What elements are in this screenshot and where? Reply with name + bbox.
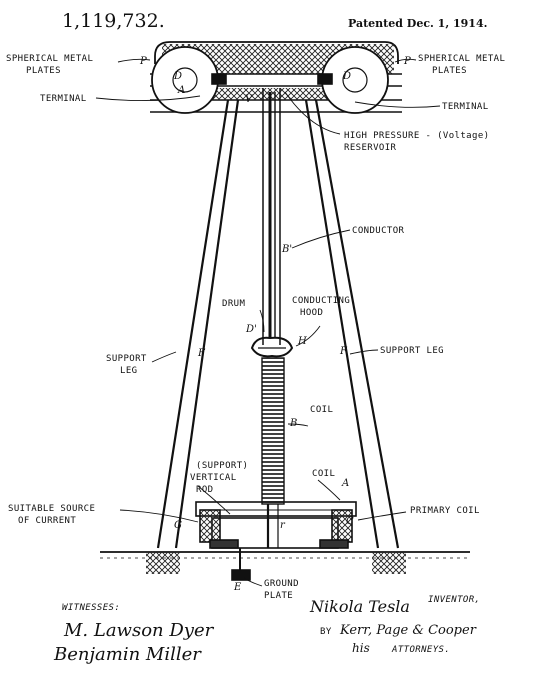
label-support-leg-right: SUPPORT LEG [380, 346, 444, 356]
label-vertical-rod: (SUPPORT) [196, 461, 248, 471]
diagram-labels: SPHERICAL METAL PLATES SPHERICAL METAL P… [6, 54, 505, 601]
letter-e: E [233, 582, 242, 593]
label-ground-plate: GROUND [264, 579, 299, 589]
letter-g: G [174, 520, 182, 531]
label-drum: DRUM [222, 299, 245, 309]
label-terminal-left: TERMINAL [40, 94, 87, 104]
letter-h: H [297, 336, 307, 347]
patent-number: 1,119,732. [62, 10, 165, 32]
label-spherical-plates-left: SPHERICAL METAL [6, 54, 93, 64]
central-conductor [250, 88, 294, 358]
letter-v: V [245, 94, 254, 105]
label-ground-plate-2: PLATE [264, 591, 293, 601]
letter-f-left: F [197, 348, 206, 359]
letter-a: A [341, 478, 349, 489]
letter-d-right: D [342, 71, 351, 82]
label-support-leg-left-2: LEG [120, 366, 137, 376]
his-label: his [352, 641, 370, 655]
letter-b-prime: B' [281, 244, 292, 255]
label-support-leg-left: SUPPORT [106, 354, 147, 364]
leader-lines [95, 58, 441, 587]
attorneys-label: ATTORNEYS. [391, 645, 450, 655]
top-terminal-structure [150, 41, 402, 114]
letter-b: B [289, 418, 297, 429]
letter-p-right: P [403, 56, 411, 67]
witness-signature-1: M. Lawson Dyer [63, 620, 215, 641]
letter-p-left: P [139, 56, 147, 67]
letter-f-right: F [339, 346, 348, 357]
label-reservoir: HIGH PRESSURE - (Voltage) [344, 131, 489, 141]
label-reservoir-2: RESERVOIR [344, 143, 397, 153]
inventor-label: INVENTOR, [428, 595, 480, 605]
label-conducting-hood-2: HOOD [300, 308, 323, 318]
label-source-2: OF CURRENT [18, 516, 76, 526]
signature-block: WITNESSES: M. Lawson Dyer Benjamin Mille… [53, 595, 480, 665]
letter-a-left: A [177, 85, 185, 96]
base-assembly [195, 501, 357, 581]
label-terminal-right: TERMINAL [442, 102, 489, 112]
ground [100, 551, 470, 574]
label-primary-coil: PRIMARY COIL [410, 506, 480, 516]
support-legs [156, 99, 400, 549]
label-spherical-plates-right: SPHERICAL METAL [418, 54, 505, 64]
label-vertical-rod-3: ROD [196, 485, 213, 495]
label-spherical-plates-right-2: PLATES [432, 66, 467, 76]
label-vertical-rod-2: VERTICAL [190, 473, 237, 483]
label-coil: COIL [310, 405, 333, 415]
by-label: BY [320, 627, 332, 637]
patent-date: Patented Dec. 1, 1914. [348, 17, 487, 30]
letter-d-prime: D' [245, 324, 257, 335]
letter-c: C [346, 516, 354, 527]
witnesses-label: WITNESSES: [62, 603, 120, 613]
letter-r: r [280, 520, 286, 531]
label-spherical-plates-left-2: PLATES [26, 66, 61, 76]
label-conducting-hood: CONDUCTING [292, 296, 350, 306]
reference-letters: P D A P D V B' D' H F F B A G r C E [139, 56, 411, 593]
letter-d-left: D [173, 71, 182, 82]
main-coil [261, 357, 285, 505]
label-source: SUITABLE SOURCE [8, 504, 95, 514]
inventor-signature: Nikola Tesla [309, 597, 410, 616]
label-conductor: CONDUCTOR [352, 226, 405, 236]
witness-signature-2: Benjamin Miller [53, 644, 202, 665]
attorneys-signature: Kerr, Page & Cooper [339, 623, 477, 638]
label-coil-a: COIL [312, 469, 335, 479]
